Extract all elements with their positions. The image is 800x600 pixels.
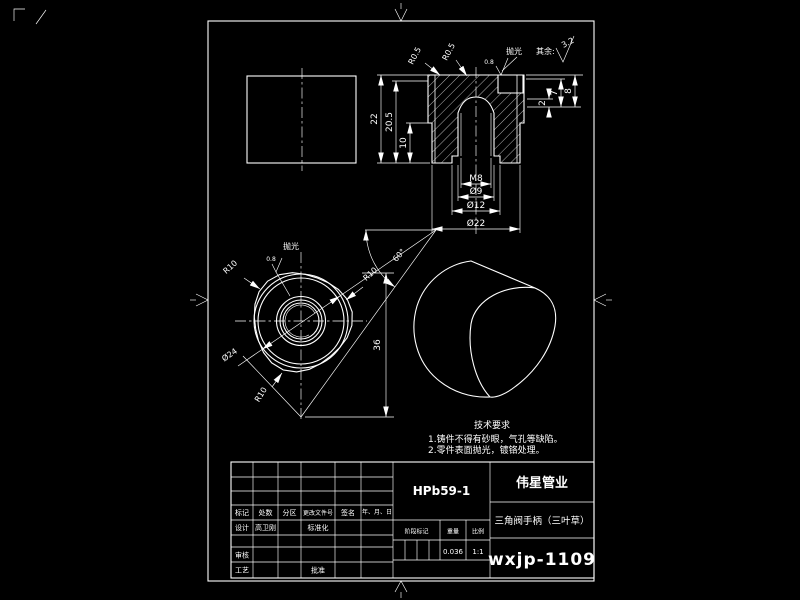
dim-m8: M8	[469, 174, 483, 184]
section-outline	[427, 74, 525, 164]
stage-label: 阶段标记	[404, 528, 428, 536]
dim-7: 7	[550, 90, 560, 96]
pictorial-face	[469, 286, 557, 398]
scale-value: 1:1	[472, 548, 483, 556]
scale-label: 比例	[472, 528, 484, 536]
designer-name: 高卫刚	[255, 523, 276, 532]
section-view: 22 20.5 10 M8 Ø9 Ø12 Ø22 2	[370, 42, 583, 236]
weight-label: 重量	[447, 528, 459, 536]
polish-value: 0.8	[484, 59, 494, 66]
company-name: 伟星管业	[516, 475, 568, 491]
front-polish-note: 抛光 0.8	[266, 241, 299, 297]
rest-label: 其余:	[536, 46, 555, 56]
dim-r10-c: R10	[253, 386, 269, 404]
part-name: 三角阀手柄（三叶草）	[494, 515, 589, 527]
section-dims-right	[526, 74, 583, 118]
sheet-frame	[13, 3, 612, 598]
dim-d22: Ø22	[467, 218, 486, 229]
col-count: 处数	[259, 508, 273, 517]
tech-req-item-2: 2.零件表面抛光，镀铬处理。	[428, 444, 545, 456]
dim-2: 2	[538, 100, 548, 106]
title-block: 标记 处数 分区 更改文件号 签名 年、月、日 设计 高卫刚 标准化 审核 工艺…	[230, 461, 596, 579]
tech-requirements: 技术要求 1.铸件不得有砂眼，气孔等缺陷。 2.零件表面抛光，镀铬处理。	[428, 419, 563, 456]
fillet-r05-b: R0.5	[441, 42, 458, 62]
centering-mark-bottom	[394, 580, 408, 598]
dim36	[305, 272, 394, 418]
surface-finish-note: 其余: 3.2	[536, 35, 576, 63]
polish-value: 0.8	[266, 256, 276, 263]
col-mark: 标记	[235, 508, 249, 517]
dim-22: 22	[370, 113, 380, 124]
title-block-grid	[231, 462, 594, 578]
centering-mark-left	[190, 293, 209, 307]
thread-arc	[284, 304, 316, 338]
row-process: 工艺	[235, 567, 249, 575]
dim-d24: Ø24	[220, 346, 239, 364]
dim-8: 8	[564, 88, 574, 94]
col-date: 年、月、日	[362, 508, 392, 516]
drawing-number: wxjp-1109	[488, 550, 596, 570]
section-dims-left	[377, 74, 430, 164]
centering-mark-right	[593, 293, 612, 307]
side-view	[246, 68, 357, 171]
material: HPb59-1	[413, 484, 470, 498]
section-polish-note: 抛光 0.8	[484, 46, 522, 76]
weight-value: 0.036	[443, 548, 464, 556]
dim-10: 10	[399, 137, 409, 149]
tech-req-title: 技术要求	[474, 419, 510, 431]
polish-label: 抛光	[283, 241, 299, 251]
dim-d9: Ø9	[470, 186, 483, 197]
corner-marks	[13, 8, 47, 25]
clover-outline	[253, 272, 353, 373]
row-design: 设计	[235, 523, 249, 532]
triangle-construction	[242, 229, 437, 418]
roughness-symbol-icon	[555, 35, 575, 63]
pictorial-view	[413, 260, 557, 398]
pictorial-body	[413, 260, 491, 398]
section-hatch	[428, 75, 524, 163]
thread-lines	[460, 113, 492, 156]
row-check: 审核	[235, 551, 249, 560]
dim-20-5: 20.5	[385, 112, 395, 132]
roughness-symbol-icon	[495, 57, 509, 76]
dim-36: 36	[373, 339, 383, 351]
dia24-dim	[237, 229, 437, 367]
col-doc-no: 更改文件号	[303, 509, 333, 517]
dim-d12: Ø12	[467, 200, 486, 211]
col-zone: 分区	[283, 508, 297, 517]
tech-req-item-1: 1.铸件不得有砂眼，气孔等缺陷。	[428, 433, 563, 445]
row-standard: 标准化	[308, 523, 329, 532]
row-approve: 批准	[311, 566, 325, 575]
polish-label: 抛光	[506, 46, 522, 56]
dim-r10-b: R10	[361, 266, 379, 283]
section-dims-bottom	[431, 158, 521, 233]
front-view: 60° Ø24 36 R10 R10 R10 抛光 0.8	[220, 229, 437, 420]
centering-mark-top	[394, 3, 408, 22]
dim-r10-a: R10	[221, 259, 239, 276]
fillet-r05-a: R0.5	[407, 46, 424, 66]
col-sign: 签名	[341, 508, 355, 517]
